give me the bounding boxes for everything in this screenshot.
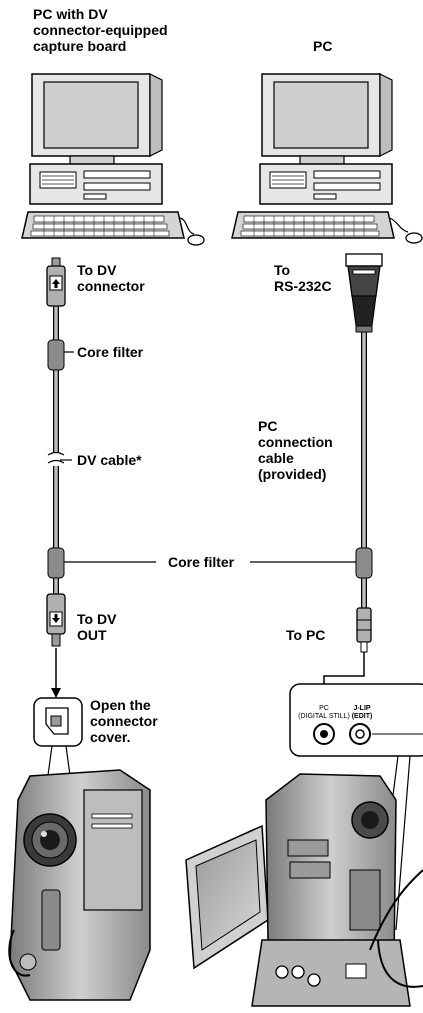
dv-cable (48, 302, 64, 594)
pc-left-title: PC with DV connector-equipped capture bo… (33, 6, 168, 54)
dv-plug-bottom-icon (47, 594, 65, 646)
to-dv-connector-label: To DV connector (77, 262, 145, 294)
to-rs232c-label: To RS-232C (274, 262, 332, 294)
camcorder-icon (9, 770, 150, 1000)
to-dv-out-label: To DV OUT (77, 611, 116, 643)
core-filter-bottom-shape (48, 548, 64, 578)
core-filter-mid-label: Core filter (168, 554, 234, 570)
pc-right-title: PC (313, 38, 332, 54)
core-filter-top-shape (48, 340, 64, 370)
pc-connection-cable (356, 330, 372, 610)
left-computer-icon (22, 74, 204, 245)
to-pc-label: To PC (286, 627, 325, 643)
mini-plug-icon (357, 608, 371, 664)
docking-station-icon (186, 774, 423, 1006)
jlip-jack-label: J-LIP (EDIT) (340, 705, 384, 721)
dv-plug-top-icon (47, 258, 65, 306)
pc-connection-cable-label: PC connection cable (provided) (258, 418, 333, 482)
serial-plug-icon (346, 254, 382, 332)
core-filter-right-shape (356, 548, 372, 578)
open-cover-label: Open the connector cover. (90, 697, 158, 745)
dv-cable-label: DV cable* (77, 452, 142, 468)
right-computer-icon (232, 74, 422, 243)
core-filter-top-label: Core filter (77, 344, 143, 360)
